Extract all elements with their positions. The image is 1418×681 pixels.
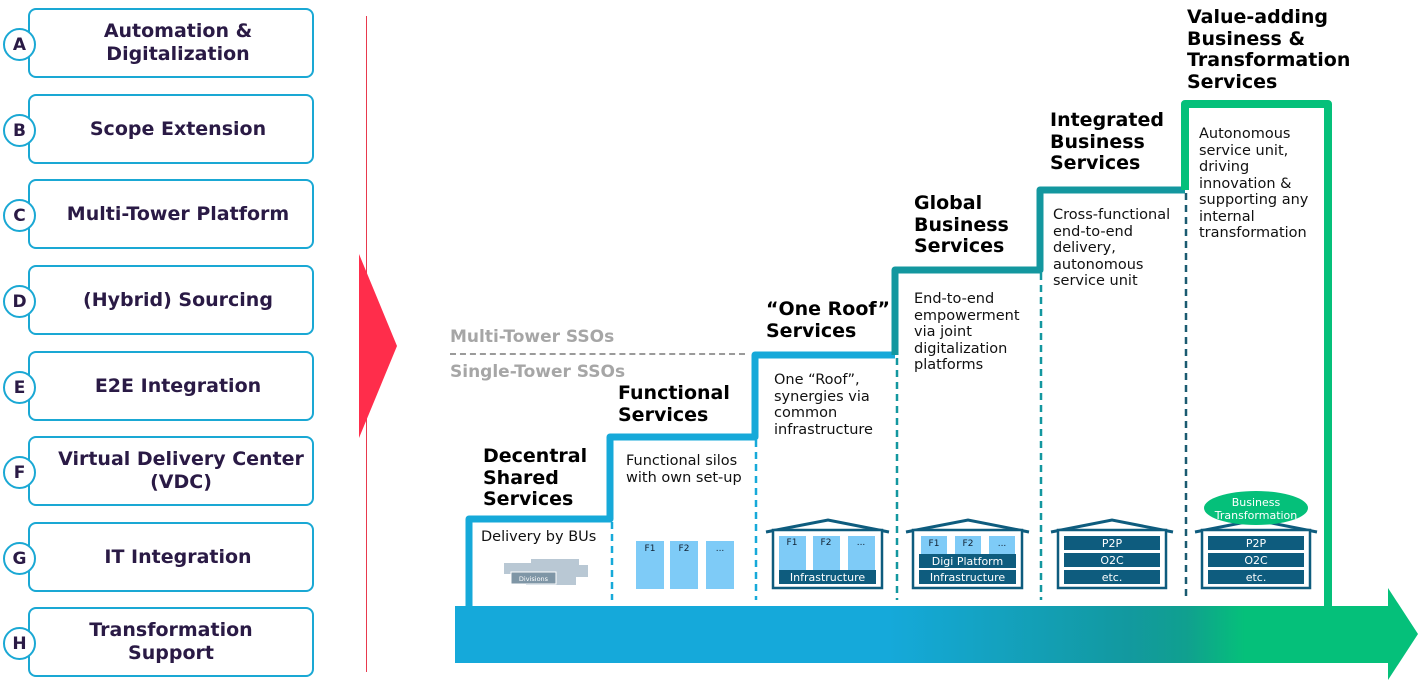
stage-desc-global: End-to-end empowerment via joint digital… — [914, 291, 1020, 373]
lever-badge-a: A — [3, 28, 36, 61]
lever-card-d: (Hybrid) Sourcing — [28, 265, 314, 335]
silo-label: F1 — [645, 544, 656, 554]
lever-label: Virtual Delivery Center (VDC) — [58, 448, 304, 493]
lever-badge-d: D — [3, 285, 36, 318]
lever-badge-c: C — [3, 199, 36, 232]
lever-card-b: Scope Extension — [28, 94, 314, 164]
house-column-label: ... — [857, 538, 866, 548]
lever-card-f: Virtual Delivery Center (VDC) — [28, 436, 314, 506]
stage-desc-one-roof: One “Roof”, synergies via common infrast… — [774, 372, 873, 438]
stage-desc-decentral: Delivery by BUs — [481, 529, 597, 545]
badge-text-line: Business — [1232, 496, 1281, 509]
house-layer-label: O2C — [1244, 554, 1268, 567]
step-outline-blue — [465, 351, 895, 606]
house-column-label: F2 — [963, 539, 974, 549]
business-transformation-badge — [1204, 491, 1308, 525]
house-integrated-business: P2P O2C etc. — [1050, 518, 1174, 590]
stage-title-decentral: Decentral Shared Services — [483, 445, 588, 510]
lever-card-a: Automation & Digitalization — [28, 8, 314, 78]
silo-label: ... — [716, 544, 725, 554]
stage-desc-value-adding: Autonomous service unit, driving innovat… — [1199, 126, 1309, 241]
stage-desc-integrated: Cross-functional end-to-end delivery, au… — [1053, 207, 1171, 289]
lever-card-h: Transformation Support — [28, 607, 314, 677]
lever-card-e: E2E Integration — [28, 351, 314, 421]
house-column-label: ... — [998, 539, 1007, 549]
lever-badge-g: G — [3, 542, 36, 575]
lever-badge-b: B — [3, 114, 36, 147]
house-layer-label: P2P — [1102, 537, 1123, 550]
lever-label: IT Integration — [104, 545, 252, 568]
house-one-roof: F1 F2 ... Infrastructure — [765, 518, 890, 590]
single-tower-label: Single-Tower SSOs — [450, 362, 626, 382]
house-global-business: F1 F2 ... Digi Platform Infrastructure — [905, 518, 1030, 590]
house-column-label: F1 — [929, 539, 940, 549]
stage-title-functional: Functional Services — [618, 382, 730, 426]
step-outline-green — [1181, 100, 1332, 606]
house-layer-label: O2C — [1100, 554, 1124, 567]
lever-label: E2E Integration — [94, 374, 262, 397]
stage-desc-functional: Functional silos with own set-up — [626, 453, 742, 486]
stage-title-one-roof: “One Roof” Services — [766, 298, 890, 342]
sso-divider — [450, 353, 745, 355]
silo-label: F2 — [679, 544, 690, 554]
red-arrow-icon — [359, 254, 397, 438]
lever-label: Multi-Tower Platform — [66, 202, 290, 225]
stage-title-global: Global Business Services — [914, 192, 1009, 257]
house-column-label: F1 — [787, 538, 798, 548]
lever-label: Transformation Support — [89, 619, 253, 664]
divisions-illustration: Divisions — [504, 559, 588, 585]
step-outline-teal-1 — [891, 186, 1185, 355]
lever-label: Scope Extension — [89, 117, 267, 140]
lever-card-c: Multi-Tower Platform — [28, 179, 314, 249]
progress-arrow — [455, 588, 1418, 680]
silos-illustration: F1 F2 ... — [636, 541, 734, 589]
badge-text-line: Transformation — [1214, 509, 1298, 522]
house-layer-label: P2P — [1246, 537, 1267, 550]
lever-label: Automation & Digitalization — [103, 20, 253, 65]
house-column-label: F2 — [821, 538, 832, 548]
lever-label: (Hybrid) Sourcing — [83, 288, 273, 311]
house-layer-label: Infrastructure — [790, 571, 866, 584]
stage-title-value-adding: Value-adding Business & Transformation S… — [1187, 6, 1351, 93]
stage-title-integrated: Integrated Business Services — [1050, 109, 1164, 174]
lever-badge-e: E — [3, 371, 36, 404]
divisions-label: Divisions — [519, 575, 549, 583]
house-layer-label: etc. — [1102, 571, 1123, 584]
lever-badge-h: H — [3, 627, 36, 660]
lever-badge-f: F — [3, 456, 36, 489]
house-layer-label: etc. — [1246, 571, 1267, 584]
multi-tower-label: Multi-Tower SSOs — [450, 327, 615, 347]
house-layer-label: Digi Platform — [932, 555, 1003, 568]
house-layer-label: Infrastructure — [930, 571, 1006, 584]
